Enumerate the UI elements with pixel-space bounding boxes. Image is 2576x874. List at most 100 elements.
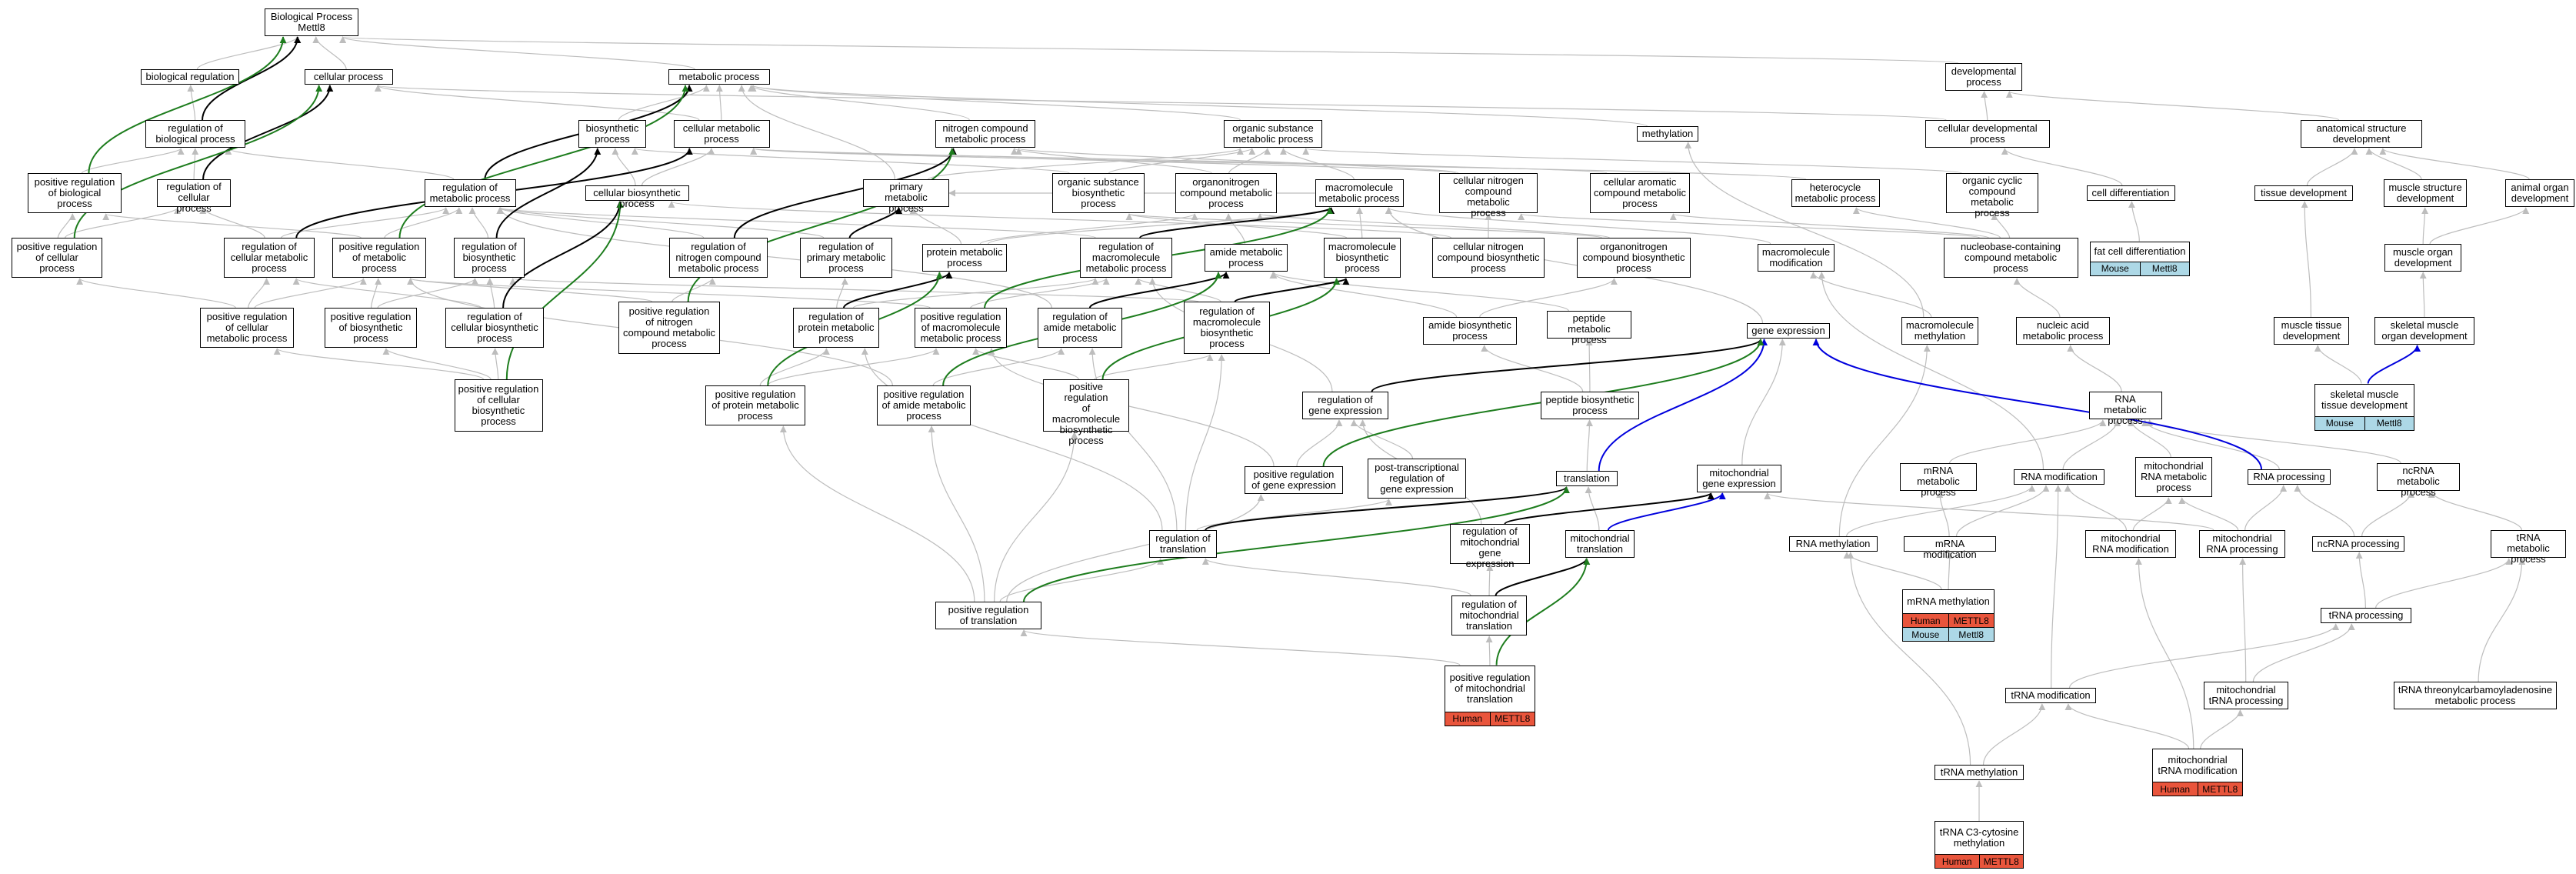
go-term-biological-process-mettl8[interactable]: Biological Process Mettl8 bbox=[265, 8, 358, 36]
go-term-cellular-nitrogen-compound-biosynthetic-process[interactable]: cellular nitrogen compound biosynthetic … bbox=[1432, 238, 1545, 278]
go-term-regulation-of-macromolecule-metabolic-process[interactable]: regulation of macromolecule metabolic pr… bbox=[1080, 238, 1172, 278]
go-term-regulation-of-macromolecule-biosynthetic-process[interactable]: regulation of macromolecule biosynthetic… bbox=[1184, 302, 1270, 354]
go-term-peptide-metabolic-process[interactable]: peptide metabolic process bbox=[1547, 311, 1631, 345]
go-term-positive-regulation-of-biosynthetic-process[interactable]: positive regulation of biosynthetic proc… bbox=[325, 308, 417, 348]
go-term-skeletal-muscle-organ-development[interactable]: skeletal muscle organ development bbox=[2374, 317, 2474, 345]
go-term-regulation-of-protein-metabolic-process[interactable]: regulation of protein metabolic process bbox=[793, 308, 879, 348]
go-term-macromolecule-methylation[interactable]: macromolecule methylation bbox=[1901, 317, 1978, 345]
go-term-trna-processing[interactable]: tRNA processing bbox=[2321, 608, 2411, 623]
go-term-trna-threonylcarbamoyladenosine-metabolic-process[interactable]: tRNA threonylcarbamoyladenosine metaboli… bbox=[2394, 682, 2557, 709]
go-term-macromolecule-modification[interactable]: macromolecule modification bbox=[1758, 244, 1835, 272]
go-term-regulation-of-primary-metabolic-process[interactable]: regulation of primary metabolic process bbox=[800, 238, 892, 278]
go-term-ncrna-processing[interactable]: ncRNA processing bbox=[2312, 536, 2404, 552]
go-term-nitrogen-compound-metabolic-process[interactable]: nitrogen compound metabolic process bbox=[935, 120, 1035, 148]
go-term-positive-regulation-of-cellular-biosynthetic-process[interactable]: positive regulation of cellular biosynth… bbox=[454, 379, 543, 432]
go-term-positive-regulation-of-translation[interactable]: positive regulation of translation bbox=[935, 602, 1041, 629]
go-term-regulation-of-mitochondrial-gene-expression[interactable]: regulation of mitochondrial gene express… bbox=[1450, 524, 1530, 569]
go-term-cellular-developmental-process[interactable]: cellular developmental process bbox=[1925, 120, 2050, 148]
go-term-label: peptide biosynthetic process bbox=[1545, 394, 1635, 416]
go-term-muscle-structure-development[interactable]: muscle structure development bbox=[2384, 179, 2467, 207]
go-term-positive-regulation-of-protein-metabolic-process[interactable]: positive regulation of protein metabolic… bbox=[705, 385, 805, 425]
go-term-mitochondrial-trna-processing[interactable]: mitochondrial tRNA processing bbox=[2204, 682, 2288, 709]
go-term-muscle-tissue-development[interactable]: muscle tissue development bbox=[2274, 317, 2349, 345]
go-term-regulation-of-metabolic-process[interactable]: regulation of metabolic process bbox=[424, 179, 516, 207]
go-term-cellular-process[interactable]: cellular process bbox=[304, 69, 393, 85]
go-term-tissue-development[interactable]: tissue development bbox=[2254, 185, 2353, 201]
go-term-developmental-process[interactable]: developmental process bbox=[1945, 63, 2022, 91]
go-term-organic-substance-biosynthetic-process[interactable]: organic substance biosynthetic process bbox=[1052, 173, 1145, 213]
go-term-translation[interactable]: translation bbox=[1556, 471, 1618, 486]
go-term-trna-methylation[interactable]: tRNA methylation bbox=[1934, 765, 2024, 780]
go-term-regulation-of-biosynthetic-process[interactable]: regulation of biosynthetic process bbox=[454, 238, 525, 278]
go-term-positive-regulation-of-mitochondrial-translation[interactable]: positive regulation of mitochondrial tra… bbox=[1445, 665, 1535, 726]
go-term-animal-organ-development[interactable]: animal organ development bbox=[2505, 179, 2574, 207]
go-term-trna-metabolic-process[interactable]: tRNA metabolic process bbox=[2491, 530, 2566, 565]
go-term-positive-regulation-of-macromolecule-metabolic-process[interactable]: positive regulation of macromolecule met… bbox=[915, 308, 1007, 348]
go-term-organonitrogen-compound-biosynthetic-process[interactable]: organonitrogen compound biosynthetic pro… bbox=[1577, 238, 1691, 278]
go-term-mitochondrial-rna-modification[interactable]: mitochondrial RNA modification bbox=[2085, 530, 2176, 558]
go-term-heterocycle-metabolic-process[interactable]: heterocycle metabolic process bbox=[1791, 179, 1880, 207]
go-term-positive-regulation-of-macromolecule-biosynthetic-process[interactable]: positive regulation of macromolecule bio… bbox=[1043, 379, 1129, 446]
go-term-primary-metabolic-process[interactable]: primary metabolic process bbox=[863, 179, 949, 214]
go-term-anatomical-structure-development[interactable]: anatomical structure development bbox=[2301, 120, 2422, 148]
go-term-gene-expression[interactable]: gene expression bbox=[1747, 323, 1830, 339]
go-term-positive-regulation-of-gene-expression[interactable]: positive regulation of gene expression bbox=[1245, 466, 1343, 494]
edge-is-a-prcp-to-prbp bbox=[57, 213, 76, 239]
go-term-rna-modification[interactable]: RNA modification bbox=[2014, 469, 2104, 485]
go-term-mitochondrial-rna-processing[interactable]: mitochondrial RNA processing bbox=[2199, 530, 2285, 558]
go-term-organic-substance-metabolic-process[interactable]: organic substance metabolic process bbox=[1224, 120, 1322, 148]
go-term-macromolecule-metabolic-process[interactable]: macromolecule metabolic process bbox=[1315, 179, 1404, 207]
go-term-cellular-biosynthetic-process[interactable]: cellular biosynthetic process bbox=[585, 185, 689, 209]
go-term-mrna-modification[interactable]: mRNA modification bbox=[1904, 536, 1996, 560]
go-term-positive-regulation-of-metabolic-process[interactable]: positive regulation of metabolic process bbox=[332, 238, 426, 278]
go-term-ncrna-metabolic-process[interactable]: ncRNA metabolic process bbox=[2377, 463, 2460, 498]
go-term-amide-metabolic-process[interactable]: amide metabolic process bbox=[1205, 244, 1288, 272]
go-term-positive-regulation-of-nitrogen-compound-metabolic-process[interactable]: positive regulation of nitrogen compound… bbox=[618, 302, 720, 354]
go-term-cellular-aromatic-compound-metabolic-process[interactable]: cellular aromatic compound metabolic pro… bbox=[1590, 173, 1690, 213]
go-term-regulation-of-mitochondrial-translation[interactable]: regulation of mitochondrial translation bbox=[1451, 595, 1527, 635]
go-term-peptide-biosynthetic-process[interactable]: peptide biosynthetic process bbox=[1541, 392, 1639, 419]
go-term-regulation-of-biological-process[interactable]: regulation of biological process bbox=[145, 120, 245, 148]
go-term-mitochondrial-rna-metabolic-process[interactable]: mitochondrial RNA metabolic process bbox=[2135, 457, 2212, 497]
go-term-amide-biosynthetic-process[interactable]: amide biosynthetic process bbox=[1423, 317, 1517, 345]
go-term-metabolic-process[interactable]: metabolic process bbox=[668, 69, 770, 85]
go-term-organic-cyclic-compound-metabolic-process[interactable]: organic cyclic compound metabolic proces… bbox=[1946, 173, 2038, 218]
go-term-mrna-metabolic-process[interactable]: mRNA metabolic process bbox=[1900, 463, 1977, 498]
go-term-trna-modification[interactable]: tRNA modification bbox=[2005, 688, 2096, 703]
go-term-positive-regulation-of-amide-metabolic-process[interactable]: positive regulation of amide metabolic p… bbox=[877, 385, 971, 425]
go-term-organonitrogen-compound-metabolic-process[interactable]: organonitrogen compound metabolic proces… bbox=[1175, 173, 1277, 213]
go-term-positive-regulation-of-cellular-metabolic-process[interactable]: positive regulation of cellular metaboli… bbox=[200, 308, 294, 348]
go-term-rna-processing[interactable]: RNA processing bbox=[2248, 469, 2331, 485]
go-term-muscle-organ-development[interactable]: muscle organ development bbox=[2384, 244, 2461, 272]
go-term-regulation-of-cellular-biosynthetic-process[interactable]: regulation of cellular biosynthetic proc… bbox=[445, 308, 544, 348]
go-term-protein-metabolic-process[interactable]: protein metabolic process bbox=[922, 244, 1007, 272]
go-term-regulation-of-cellular-process[interactable]: regulation of cellular process bbox=[157, 179, 231, 214]
go-term-biosynthetic-process[interactable]: biosynthetic process bbox=[578, 120, 646, 148]
go-term-macromolecule-biosynthetic-process[interactable]: macromolecule biosynthetic process bbox=[1324, 238, 1401, 278]
go-term-mitochondrial-translation[interactable]: mitochondrial translation bbox=[1565, 530, 1635, 558]
gene-label: METTL8 bbox=[2197, 782, 2243, 796]
go-term-rna-methylation[interactable]: RNA methylation bbox=[1788, 536, 1878, 552]
go-term-rna-metabolic-process[interactable]: RNA metabolic process bbox=[2088, 392, 2162, 426]
go-term-positive-regulation-of-cellular-process[interactable]: positive regulation of cellular process bbox=[12, 238, 102, 278]
go-term-regulation-of-translation[interactable]: regulation of translation bbox=[1149, 530, 1217, 558]
go-term-cellular-metabolic-process[interactable]: cellular metabolic process bbox=[673, 120, 770, 148]
go-term-regulation-of-amide-metabolic-process[interactable]: regulation of amide metabolic process bbox=[1038, 308, 1122, 348]
go-term-regulation-of-cellular-metabolic-process[interactable]: regulation of cellular metabolic process bbox=[224, 238, 315, 278]
go-term-regulation-of-gene-expression[interactable]: regulation of gene expression bbox=[1302, 392, 1388, 419]
go-term-biological-regulation[interactable]: biological regulation bbox=[141, 69, 239, 85]
go-term-nucleic-acid-metabolic-process[interactable]: nucleic acid metabolic process bbox=[2016, 317, 2110, 345]
go-term-cell-differentiation[interactable]: cell differentiation bbox=[2086, 185, 2175, 201]
go-term-positive-regulation-of-biological-process[interactable]: positive regulation of biological proces… bbox=[28, 173, 122, 213]
go-term-mitochondrial-gene-expression[interactable]: mitochondrial gene expression bbox=[1697, 465, 1781, 492]
go-term-nucleobase-containing-compound-metabolic-process[interactable]: nucleobase-containing compound metabolic… bbox=[1943, 238, 2078, 278]
go-term-regulation-of-nitrogen-compound-metabolic-process[interactable]: regulation of nitrogen compound metaboli… bbox=[669, 238, 768, 278]
go-term-cellular-nitrogen-compound-metabolic-process[interactable]: cellular nitrogen compound metabolic pro… bbox=[1439, 173, 1538, 218]
go-term-post-transcriptional-regulation-of-gene-expression[interactable]: post-transcriptional regulation of gene … bbox=[1368, 459, 1466, 499]
go-term-methylation[interactable]: methylation bbox=[1637, 126, 1698, 142]
